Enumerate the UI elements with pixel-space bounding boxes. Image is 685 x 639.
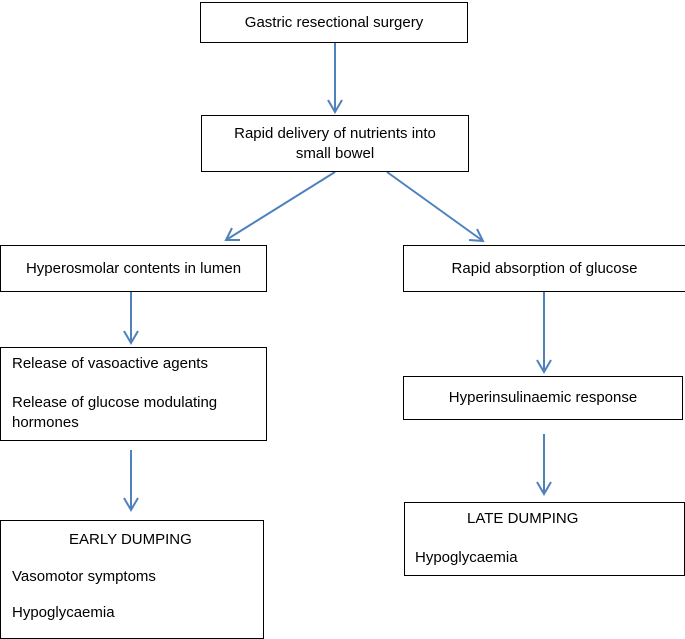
- box-release-line3: hormones: [12, 414, 79, 431]
- arrow-delivery-to-absorption: [386, 171, 485, 243]
- box-hyperosmolar: Hyperosmolar contents in lumen: [0, 245, 267, 292]
- arrow-release-to-early: [123, 450, 139, 512]
- box-gastric-surgery: Gastric resectional surgery: [200, 2, 468, 43]
- arrow-hyperosmolar-to-release: [123, 292, 139, 345]
- arrow-surgery-to-delivery: [327, 43, 343, 114]
- box-hyperinsulinaemic-label: Hyperinsulinaemic response: [448, 389, 638, 406]
- box-late-dumping-item1: Hypoglycaemia: [415, 549, 518, 566]
- box-early-dumping-title: EARLY DUMPING: [69, 531, 192, 548]
- box-late-dumping: LATE DUMPING Hypoglycaemia: [404, 502, 685, 576]
- box-hyperinsulinaemic: Hyperinsulinaemic response: [403, 376, 683, 420]
- box-release-line2: Release of glucose modulating: [12, 394, 218, 411]
- box-early-dumping-item1: Vasomotor symptoms: [12, 568, 156, 585]
- box-rapid-delivery-line2: small bowel: [295, 144, 375, 162]
- box-absorption: Rapid absorption of glucose: [403, 245, 685, 292]
- box-hyperosmolar-label: Hyperosmolar contents in lumen: [25, 259, 242, 277]
- box-early-dumping: EARLY DUMPING Vasomotor symptoms Hypogly…: [0, 520, 264, 639]
- arrow-delivery-to-hyperosmolar: [224, 171, 336, 241]
- box-rapid-delivery-line1: Rapid delivery of nutrients into: [234, 124, 436, 142]
- arrow-absorption-to-hyperinsulinaemic: [536, 292, 552, 374]
- box-gastric-surgery-label: Gastric resectional surgery: [244, 13, 424, 31]
- box-early-dumping-item2: Hypoglycaemia: [12, 604, 115, 621]
- box-release: Release of vasoactive agents Release of …: [0, 347, 267, 441]
- box-late-dumping-title: LATE DUMPING: [467, 510, 579, 527]
- arrow-hyperinsulinaemic-to-late: [536, 434, 552, 496]
- box-rapid-delivery: Rapid delivery of nutrients into small b…: [201, 115, 469, 172]
- box-release-line1: Release of vasoactive agents: [12, 355, 208, 372]
- box-absorption-label: Rapid absorption of glucose: [451, 259, 638, 277]
